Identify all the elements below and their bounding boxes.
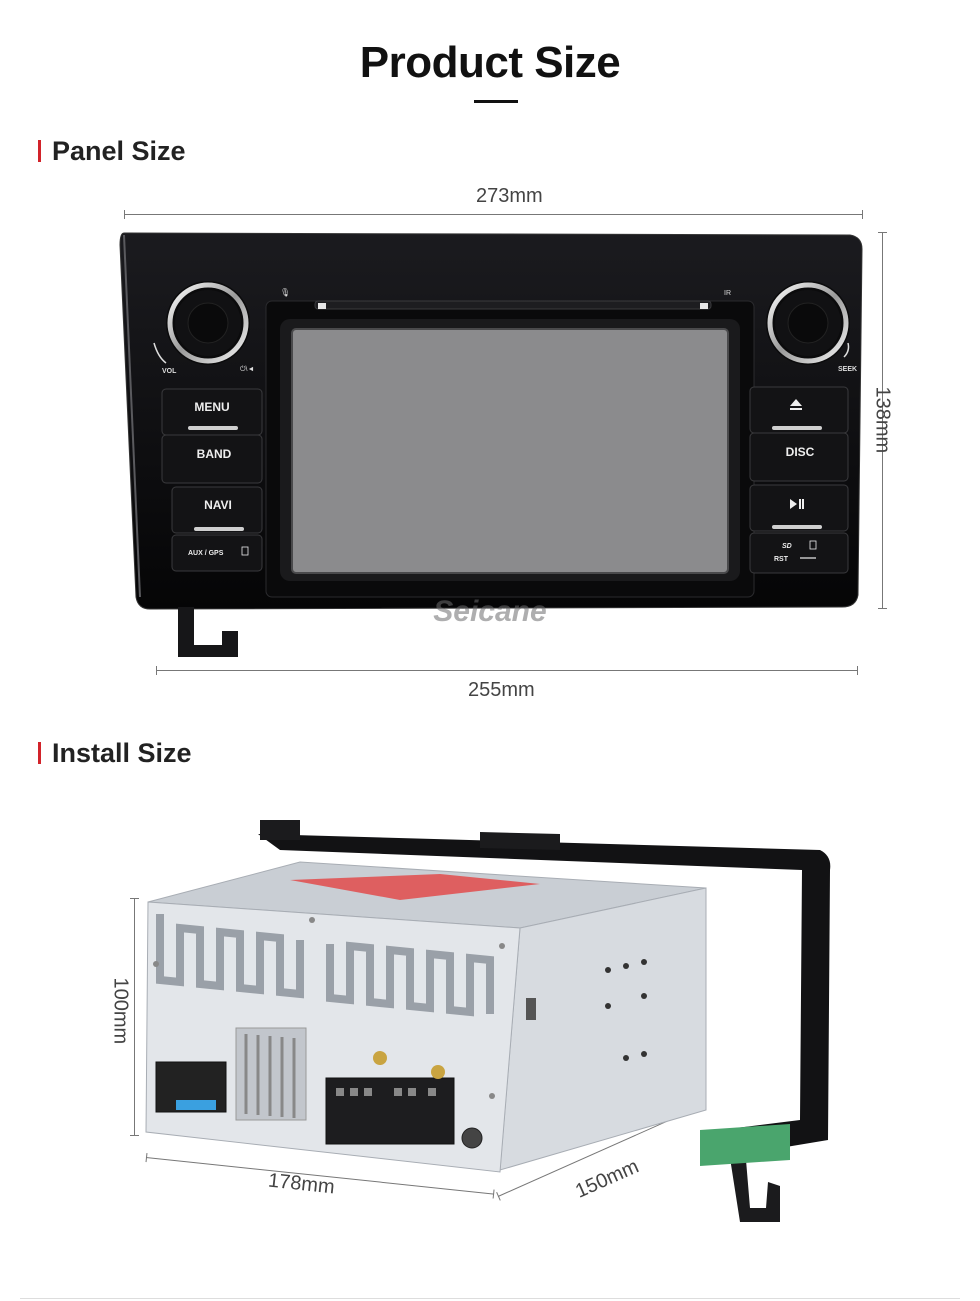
page-title: Product Size [359, 38, 621, 87]
disc-button-label: DISC [786, 445, 815, 459]
navi-button-label: NAVI [204, 498, 232, 512]
aux-gps-label: AUX / GPS [188, 550, 224, 557]
display-screen [292, 329, 728, 573]
seek-label: SEEK [838, 366, 857, 373]
title-underline [474, 100, 518, 103]
install-height-label: 100mm [109, 977, 132, 1045]
navi-button [171, 486, 263, 534]
aux-gps-panel [171, 534, 263, 572]
bottom-divider [20, 1298, 960, 1299]
seicane-watermark: Seicane [433, 595, 546, 628]
svg-text:🎙: 🎙 [280, 288, 290, 297]
menu-button-label: MENU [194, 400, 229, 414]
sd-rst-panel [749, 532, 849, 574]
rst-label: RST [774, 556, 789, 563]
band-button-label: BAND [197, 447, 232, 461]
sd-label: SD [782, 543, 792, 550]
band-button [161, 434, 263, 484]
install-height-dimension-line [130, 898, 139, 1136]
car-radio-panel: 🎙 IR VOL ⏻\◄ SEEK MENU BAND NAVI AUX / G… [119, 232, 863, 657]
panel-width-top-label: 273mm [476, 185, 543, 207]
panel-width-top-dimension-line [124, 210, 863, 219]
vol-label: VOL [162, 368, 177, 375]
svg-text:IR: IR [724, 290, 731, 297]
panel-height-dimension-line [878, 232, 887, 609]
power-mute-icon: ⏻\◄ [240, 365, 254, 373]
panel-width-bottom-label: 255mm [468, 679, 535, 701]
install-chassis-illustration [145, 820, 831, 1222]
panel-width-bottom-dimension-line [156, 666, 858, 675]
disc-button [749, 432, 849, 482]
panel-height-label: 138mm [871, 386, 894, 454]
install-size-heading: Install Size [38, 738, 192, 769]
panel-size-heading: Panel Size [38, 136, 186, 167]
